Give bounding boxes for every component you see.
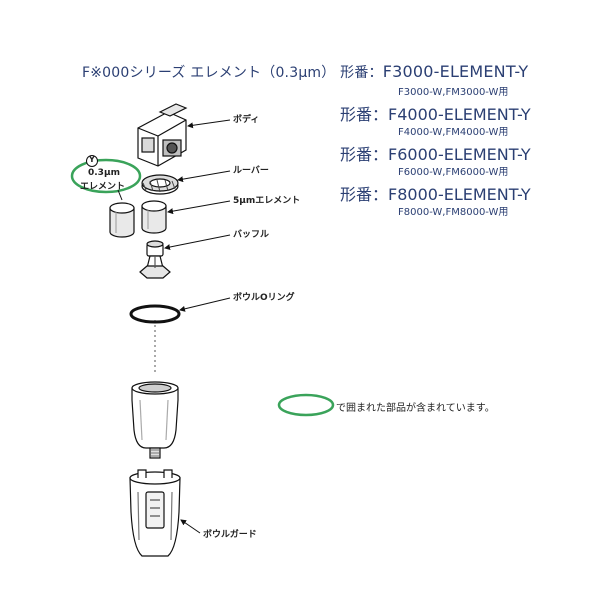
leader-louver	[177, 170, 231, 183]
series-title: F※000シリーズ エレメント（0.3μm） 形番：F3000-ELEMENT-…	[82, 62, 528, 82]
leader-bowl-guard	[180, 519, 201, 534]
legend-ring	[277, 393, 335, 417]
element-5um-part	[141, 200, 167, 234]
model-number-4: F8000-ELEMENT-Y	[388, 185, 531, 204]
application-1: F3000-W,FM3000-W用	[398, 87, 509, 98]
model-row-2: 形番：F4000-ELEMENT-Y	[340, 101, 531, 125]
application-4: F8000-W,FM8000-W用	[398, 207, 509, 218]
label-body: ボディ	[233, 115, 260, 125]
label-bowl-guard: ボウルガード	[203, 530, 257, 540]
leader-bowl-oring	[179, 297, 231, 312]
callout-leader	[117, 189, 123, 201]
body-part	[137, 103, 188, 167]
y-mark-circle	[86, 155, 98, 167]
leader-element-5um	[167, 200, 231, 215]
louver-part	[141, 174, 179, 195]
highlight-ring	[70, 158, 142, 194]
model-prefix-1: 形番：	[340, 65, 383, 81]
model-number-3: F6000-ELEMENT-Y	[388, 145, 531, 164]
bowl-oring-part	[129, 304, 181, 324]
element-0.3um-part	[109, 202, 135, 238]
leader-baffle	[164, 234, 231, 250]
application-3: F6000-W,FM6000-W用	[398, 167, 509, 178]
leader-body	[187, 119, 231, 129]
model-number-1: F3000-ELEMENT-Y	[382, 62, 529, 81]
series-name: F※000シリーズ エレメント（0.3μm）	[82, 65, 336, 81]
model-row-4: 形番：F8000-ELEMENT-Y	[340, 181, 531, 205]
callout-line-1: 0.3μm	[88, 168, 120, 178]
model-number-2: F4000-ELEMENT-Y	[388, 105, 531, 124]
label-baffle: バッフル	[233, 230, 270, 240]
label-element-5um: 5μmエレメント	[233, 196, 301, 206]
callout-line-2: エレメント	[80, 182, 126, 192]
bowl-guard-part	[129, 469, 181, 557]
application-2: F4000-W,FM4000-W用	[398, 127, 509, 138]
model-prefix-2: 形番：	[340, 105, 389, 124]
label-louver: ルーバー	[233, 166, 269, 176]
model-prefix-3: 形番：	[340, 145, 389, 164]
label-bowl-oring: ボウルOリング	[233, 293, 295, 303]
callout-mark: Y	[89, 155, 95, 164]
model-prefix-4: 形番：	[340, 185, 389, 204]
bowl-part	[131, 381, 179, 459]
baffle-part	[139, 240, 171, 279]
legend-text: で囲まれた部品が含まれています。	[336, 403, 495, 414]
model-row-3: 形番：F6000-ELEMENT-Y	[340, 141, 531, 165]
